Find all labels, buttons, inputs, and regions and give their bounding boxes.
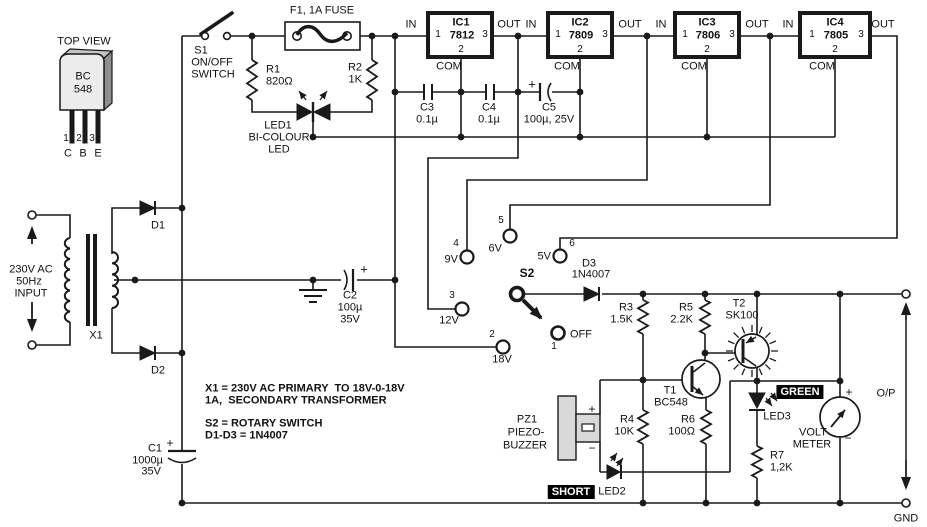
c2-capacitor [343,269,348,291]
output-terminals [901,289,911,508]
decoupling-capacitors [423,82,552,102]
t1-collector [691,362,706,374]
ground-symbol [299,289,327,303]
pkg-front [59,53,105,111]
primary-coil [63,237,71,323]
d2-diode [139,345,157,361]
piezo-buzzer-pz1 [557,395,601,461]
power-switch-s1 [199,11,234,41]
resistors [245,59,764,479]
t2-transistor [726,325,778,377]
ic1-box [426,11,494,59]
led1-bicolour [296,90,331,122]
s1-arm [199,11,234,36]
s2-contact-5 [502,228,518,244]
s2-contact-4 [459,249,475,265]
led3-green-indicator [748,392,778,411]
r1-resistor [245,59,259,101]
ic4-box [798,11,872,59]
wires [36,35,902,504]
s2-contact-3 [454,301,470,317]
t2-emitter [745,335,757,344]
voltmeter [819,396,861,438]
s2-contact-2 [495,339,511,355]
d1-diode [139,200,157,216]
t2-collector [742,356,757,367]
led3-emission-arrows [764,397,773,407]
meter-needle [830,409,846,428]
s2-contact-6 [552,248,568,264]
ic2-box [546,11,614,59]
rotary-switch-s2 [454,228,568,355]
s2-arm [521,298,543,320]
s2-contact-1 [550,325,566,341]
core-bar-2 [93,234,97,326]
t1-emitter [691,385,704,396]
secondary-coil [111,251,119,309]
regulator-ic-boxes [426,11,872,59]
junction-dots [131,32,844,507]
ic3-box [673,11,741,59]
r5-resistor [698,299,712,335]
led1-emission-arrows [298,90,307,101]
core-bar-1 [86,234,90,326]
r3-resistor [636,299,650,335]
ac-terminal-bottom [27,340,37,350]
transformer-x1 [27,210,119,350]
r2-resistor [365,59,379,101]
r4-resistor [636,409,650,445]
gnd-terminal [901,498,911,508]
op-terminal [901,289,911,299]
s2-pole [508,285,526,303]
t2-heatsink [726,325,778,377]
d3-diode [583,286,601,302]
bc548-package [59,48,114,144]
c4-capacitor [485,84,495,100]
fuse-element [295,24,349,44]
led2-emission-arrows [609,452,618,462]
fuse-f1 [284,21,361,51]
c3-capacitor [423,84,433,100]
r6-resistor [699,409,713,445]
led2-short-indicator [606,452,624,480]
r7-resistor [750,445,764,479]
t1-transistor [681,359,721,399]
pkg-side [103,49,113,112]
ac-terminal-top [27,210,37,220]
rectifier-diodes [139,200,157,361]
filter-capacitors [167,269,355,464]
